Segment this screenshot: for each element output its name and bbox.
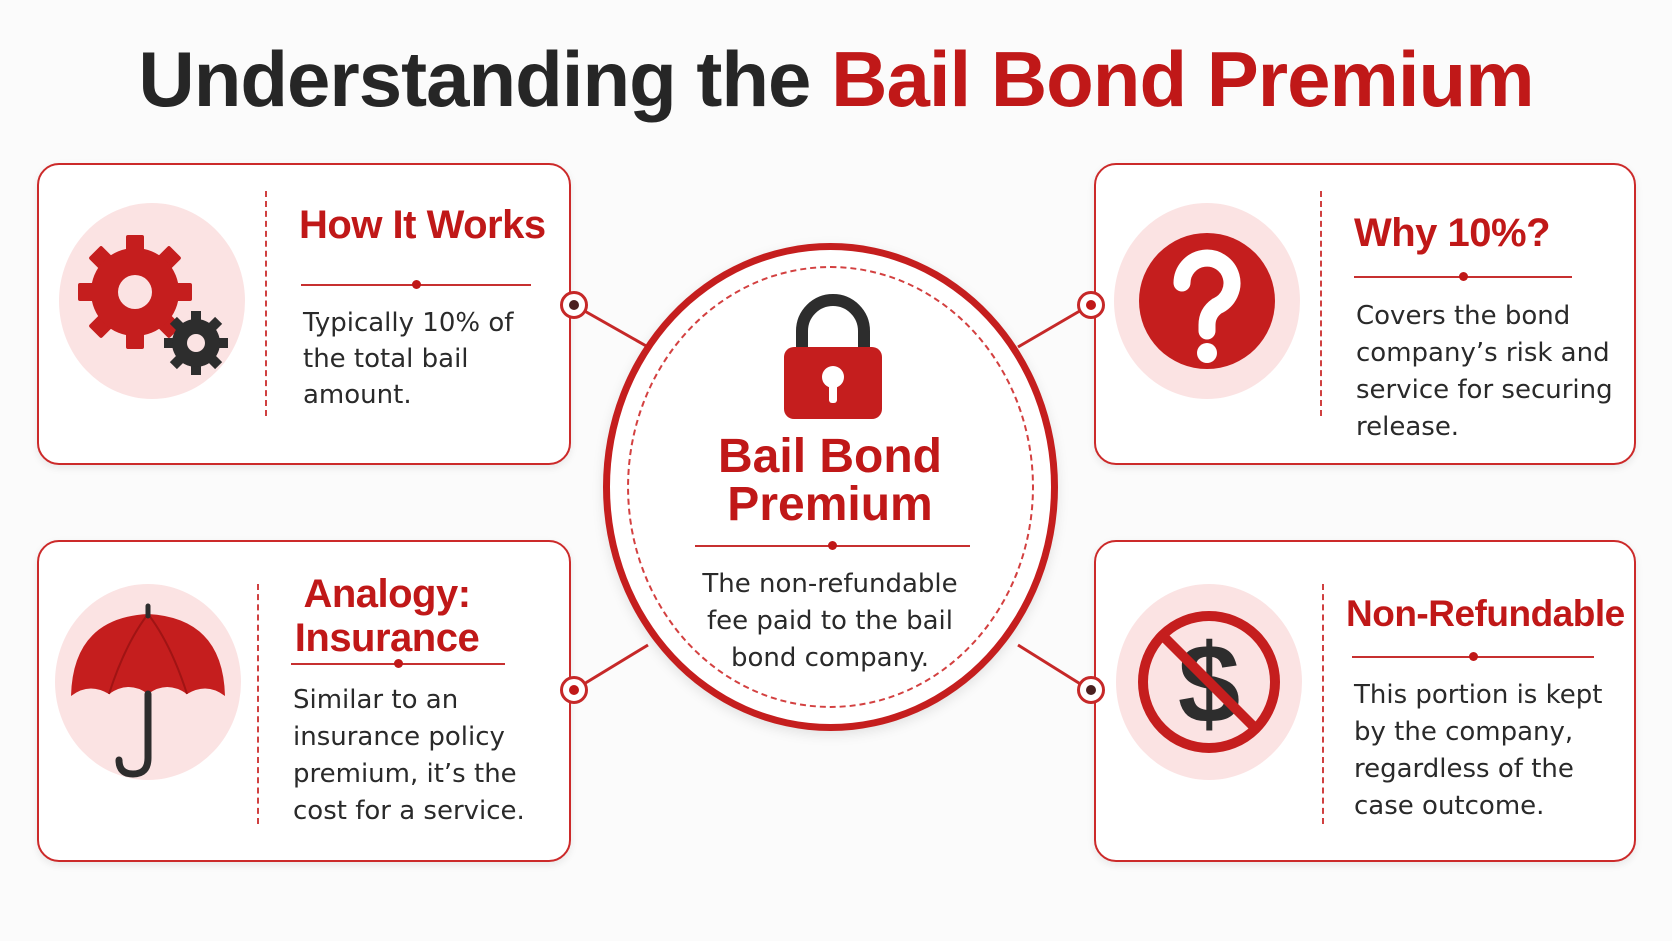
center-title-line2: Premium bbox=[727, 478, 933, 531]
connector-node bbox=[1077, 291, 1105, 319]
center-body-line: The non-refundable bbox=[702, 569, 958, 599]
question-icon-circle bbox=[1114, 203, 1300, 399]
card-how-it-works: How It Works Typically 10% of the total … bbox=[37, 163, 571, 465]
card-body-line: service for securing bbox=[1356, 375, 1613, 405]
card-separator bbox=[1322, 584, 1324, 824]
card-separator bbox=[257, 584, 259, 824]
card-title-line1: Analogy: bbox=[303, 572, 471, 616]
center-title: Bail Bond Premium bbox=[630, 433, 1030, 529]
card-non-refundable: $ Non-Refundable This portion is kept by… bbox=[1094, 540, 1636, 862]
card-body-line: Similar to an bbox=[293, 685, 459, 715]
card-body-line: regardless of the bbox=[1354, 754, 1574, 784]
card-divider bbox=[291, 659, 505, 668]
card-body-line: This portion is kept bbox=[1354, 680, 1603, 710]
card-divider bbox=[301, 280, 531, 289]
card-body: Similar to an insurance policy premium, … bbox=[293, 682, 563, 830]
card-body-line: case outcome. bbox=[1354, 791, 1545, 821]
center-body: The non-refundable fee paid to the bail … bbox=[660, 566, 1000, 677]
card-body-line: Covers the bond bbox=[1356, 301, 1571, 331]
card-body-line: premium, it’s the bbox=[293, 759, 517, 789]
gears-icon-circle bbox=[59, 203, 245, 399]
card-body-line: the total bail bbox=[303, 344, 469, 374]
card-body-line: by the company, bbox=[1354, 717, 1574, 747]
card-title: Non-Refundable bbox=[1346, 593, 1625, 634]
card-body-line: company’s risk and bbox=[1356, 338, 1610, 368]
card-body-line: insurance policy bbox=[293, 722, 505, 752]
card-title: How It Works bbox=[299, 203, 546, 247]
card-why-10: Why 10%? Covers the bond company’s risk … bbox=[1094, 163, 1636, 465]
page-title: Understanding the Bail Bond Premium bbox=[0, 34, 1672, 125]
umbrella-icon-circle bbox=[55, 584, 241, 780]
card-title: Analogy: Insurance bbox=[287, 572, 487, 660]
card-body-line: cost for a service. bbox=[293, 796, 525, 826]
card-body: Covers the bond company’s risk and servi… bbox=[1356, 298, 1626, 446]
card-body: Typically 10% of the total bail amount. bbox=[303, 305, 553, 413]
card-divider bbox=[1352, 652, 1594, 661]
card-title: Why 10%? bbox=[1353, 211, 1551, 255]
center-body-line: bond company. bbox=[730, 643, 930, 673]
card-title-line2: Insurance bbox=[294, 616, 480, 660]
no-dollar-icon: $ bbox=[1138, 611, 1280, 753]
connector-node bbox=[1077, 676, 1105, 704]
card-separator bbox=[265, 191, 267, 416]
connector-node bbox=[560, 676, 588, 704]
center-inner-ring bbox=[627, 266, 1034, 708]
title-highlight: Bail Bond Premium bbox=[831, 35, 1534, 123]
card-analogy: Analogy: Insurance Similar to an insuran… bbox=[37, 540, 571, 862]
umbrella-icon bbox=[71, 603, 225, 778]
card-divider bbox=[1354, 272, 1572, 281]
no-dollar-icon-circle: $ bbox=[1116, 584, 1302, 780]
padlock-icon bbox=[784, 294, 882, 419]
title-prefix: Understanding the bbox=[138, 35, 811, 123]
card-separator bbox=[1320, 191, 1322, 416]
center-divider bbox=[695, 541, 970, 550]
center-body-line: fee paid to the bail bbox=[706, 606, 954, 636]
question-mark-icon bbox=[1139, 233, 1275, 369]
card-body: This portion is kept by the company, reg… bbox=[1354, 677, 1630, 825]
card-body-line: Typically 10% of bbox=[303, 308, 514, 338]
center-title-line1: Bail Bond bbox=[718, 430, 942, 483]
card-body-line: release. bbox=[1356, 412, 1460, 442]
card-body-line: amount. bbox=[303, 380, 412, 410]
gears-icon bbox=[78, 235, 228, 375]
connector-node bbox=[560, 291, 588, 319]
